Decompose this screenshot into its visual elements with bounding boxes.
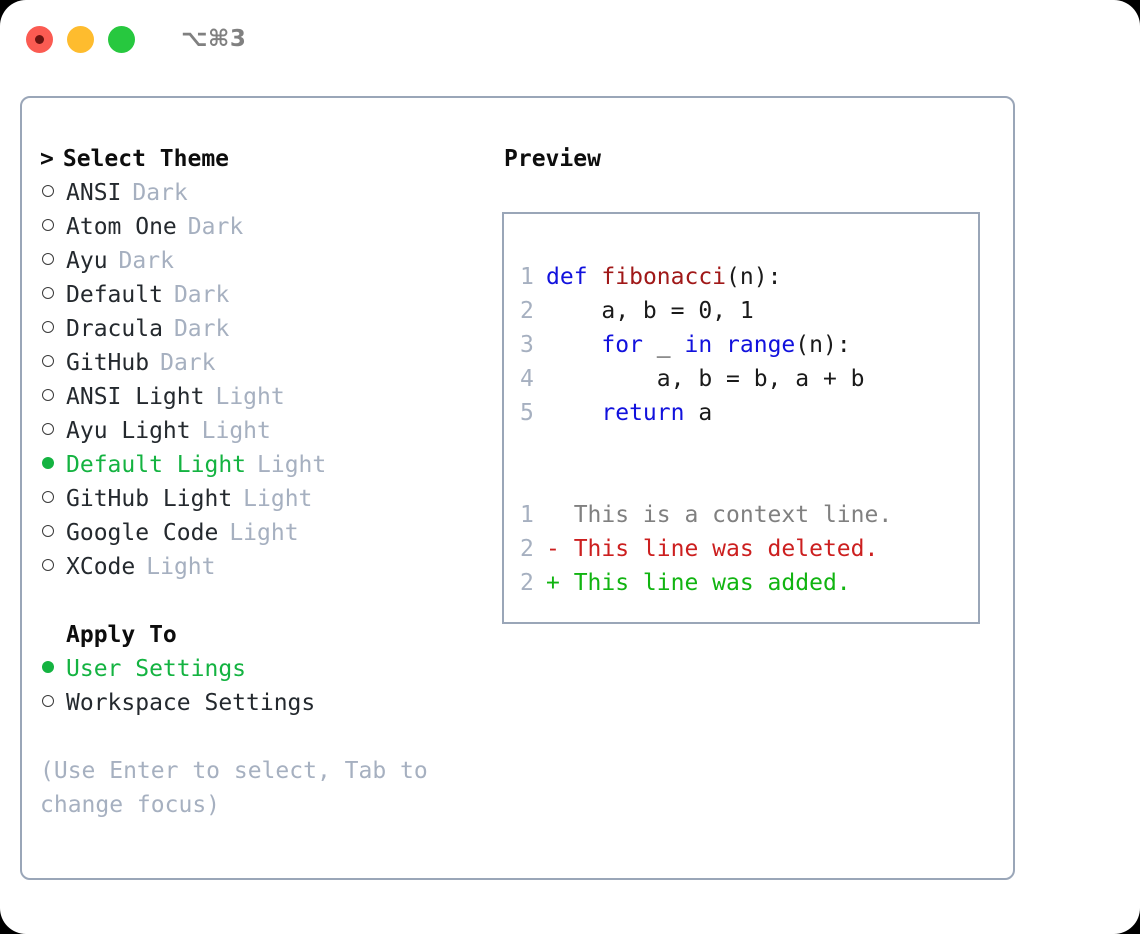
- theme-list-item-selected[interactable]: Default Light Light: [40, 448, 502, 482]
- theme-list-item[interactable]: GitHub Dark: [40, 346, 502, 380]
- list-gap: [40, 584, 502, 618]
- code-line: 3 for _ in range(n):: [520, 328, 978, 362]
- diff-text: This is a context line.: [546, 502, 893, 528]
- theme-variant: Dark: [173, 316, 230, 342]
- theme-variant: Dark: [187, 214, 244, 240]
- line-number: 1: [520, 502, 534, 528]
- keyboard-hint-text: (Use Enter to select, Tab to change focu…: [40, 758, 428, 818]
- title-bar: ⌥⌘3: [0, 0, 1140, 78]
- diff-line-added: 2 + This line was added.: [520, 566, 978, 600]
- line-number: 2: [520, 298, 534, 324]
- window-controls: [26, 25, 135, 53]
- theme-variant: Light: [201, 418, 271, 444]
- code-token: _: [642, 332, 685, 358]
- apply-to-option-label: User Settings: [66, 656, 247, 682]
- code-token: def: [546, 264, 588, 290]
- theme-name: Ayu: [66, 248, 108, 274]
- diff-text: + This line was added.: [546, 570, 851, 596]
- code-token: a, b = b, a + b: [546, 366, 865, 392]
- theme-list-item[interactable]: Ayu Light Light: [40, 414, 502, 448]
- theme-name: Ayu Light: [66, 418, 191, 444]
- apply-to-option-user[interactable]: User Settings: [40, 652, 502, 686]
- maximize-window-button[interactable]: [108, 25, 135, 53]
- theme-variant: Light: [215, 384, 285, 410]
- theme-name: Default: [66, 282, 163, 308]
- code-token: for: [601, 332, 643, 358]
- theme-list-item[interactable]: Dracula Dark: [40, 312, 502, 346]
- theme-name: GitHub Light: [66, 486, 233, 512]
- line-number: 5: [520, 400, 534, 426]
- theme-variant: Light: [229, 520, 299, 546]
- code-line: 5 return a: [520, 396, 978, 430]
- code-token: [546, 332, 601, 358]
- select-theme-heading: > Select Theme: [40, 142, 502, 176]
- select-theme-heading-label: Select Theme: [62, 146, 230, 172]
- code-token: return: [601, 400, 685, 426]
- theme-variant: Dark: [160, 350, 216, 376]
- line-number: 4: [520, 366, 534, 392]
- code-line: 4 a, b = b, a + b: [520, 362, 978, 396]
- theme-list-item[interactable]: XCode Light: [40, 550, 502, 584]
- close-window-button[interactable]: [26, 25, 53, 53]
- code-line: 2 a, b = 0, 1: [520, 294, 978, 328]
- theme-list-item[interactable]: Ayu Dark: [40, 244, 502, 278]
- diff-line-deleted: 2 - This line was deleted.: [520, 532, 978, 566]
- code-token: fibonacci: [601, 264, 727, 290]
- theme-name: ANSI Light: [66, 384, 205, 410]
- theme-name: XCode: [66, 554, 136, 580]
- line-number: 2: [520, 570, 534, 596]
- theme-name: Default Light: [66, 452, 247, 478]
- theme-variant: Dark: [173, 282, 230, 308]
- theme-variant: Light: [257, 452, 327, 478]
- code-token: [546, 400, 601, 426]
- code-token: range: [726, 332, 796, 358]
- minimize-window-button[interactable]: [67, 25, 94, 53]
- theme-name: Google Code: [66, 520, 219, 546]
- theme-list-item[interactable]: GitHub Light Light: [40, 482, 502, 516]
- theme-list-item[interactable]: ANSI Dark: [40, 176, 502, 210]
- theme-name: ANSI: [66, 180, 122, 206]
- line-number: 3: [520, 332, 534, 358]
- apply-to-option-label: Workspace Settings: [66, 690, 316, 716]
- theme-variant: Dark: [118, 248, 174, 274]
- line-number: 2: [520, 536, 534, 562]
- code-token: a, b = 0, 1: [546, 298, 754, 324]
- theme-name: Dracula: [66, 316, 163, 342]
- apply-to-option-workspace[interactable]: Workspace Settings: [40, 686, 502, 720]
- keyboard-shortcut-label: ⌥⌘3: [181, 26, 247, 52]
- code-token: (n):: [795, 332, 851, 358]
- diff-line-context: 1 This is a context line.: [520, 498, 978, 532]
- theme-name: GitHub: [66, 350, 150, 376]
- code-token: [588, 264, 602, 290]
- code-blank-line: [520, 464, 978, 498]
- theme-list-item[interactable]: Default Dark: [40, 278, 502, 312]
- theme-variant: Light: [243, 486, 313, 512]
- apply-to-heading: Apply To: [66, 622, 177, 648]
- code-token: (n):: [726, 264, 782, 290]
- theme-list-item[interactable]: ANSI Light Light: [40, 380, 502, 414]
- apply-to-options: User Settings Workspace Settings: [40, 652, 502, 720]
- line-number: 1: [520, 264, 534, 290]
- theme-name: Atom One: [66, 214, 177, 240]
- code-blank-line: [520, 430, 978, 464]
- code-token: a: [684, 400, 713, 426]
- code-token: [712, 332, 726, 358]
- code-line: 1 def fibonacci(n):: [520, 260, 978, 294]
- caret-icon: >: [40, 146, 54, 172]
- diff-text: - This line was deleted.: [546, 536, 879, 562]
- theme-list-item[interactable]: Atom One Dark: [40, 210, 502, 244]
- theme-variant: Dark: [132, 180, 188, 206]
- theme-list-item[interactable]: Google Code Light: [40, 516, 502, 550]
- preview-heading: Preview: [504, 146, 601, 172]
- code-token: in: [684, 332, 713, 358]
- theme-variant: Light: [146, 554, 216, 580]
